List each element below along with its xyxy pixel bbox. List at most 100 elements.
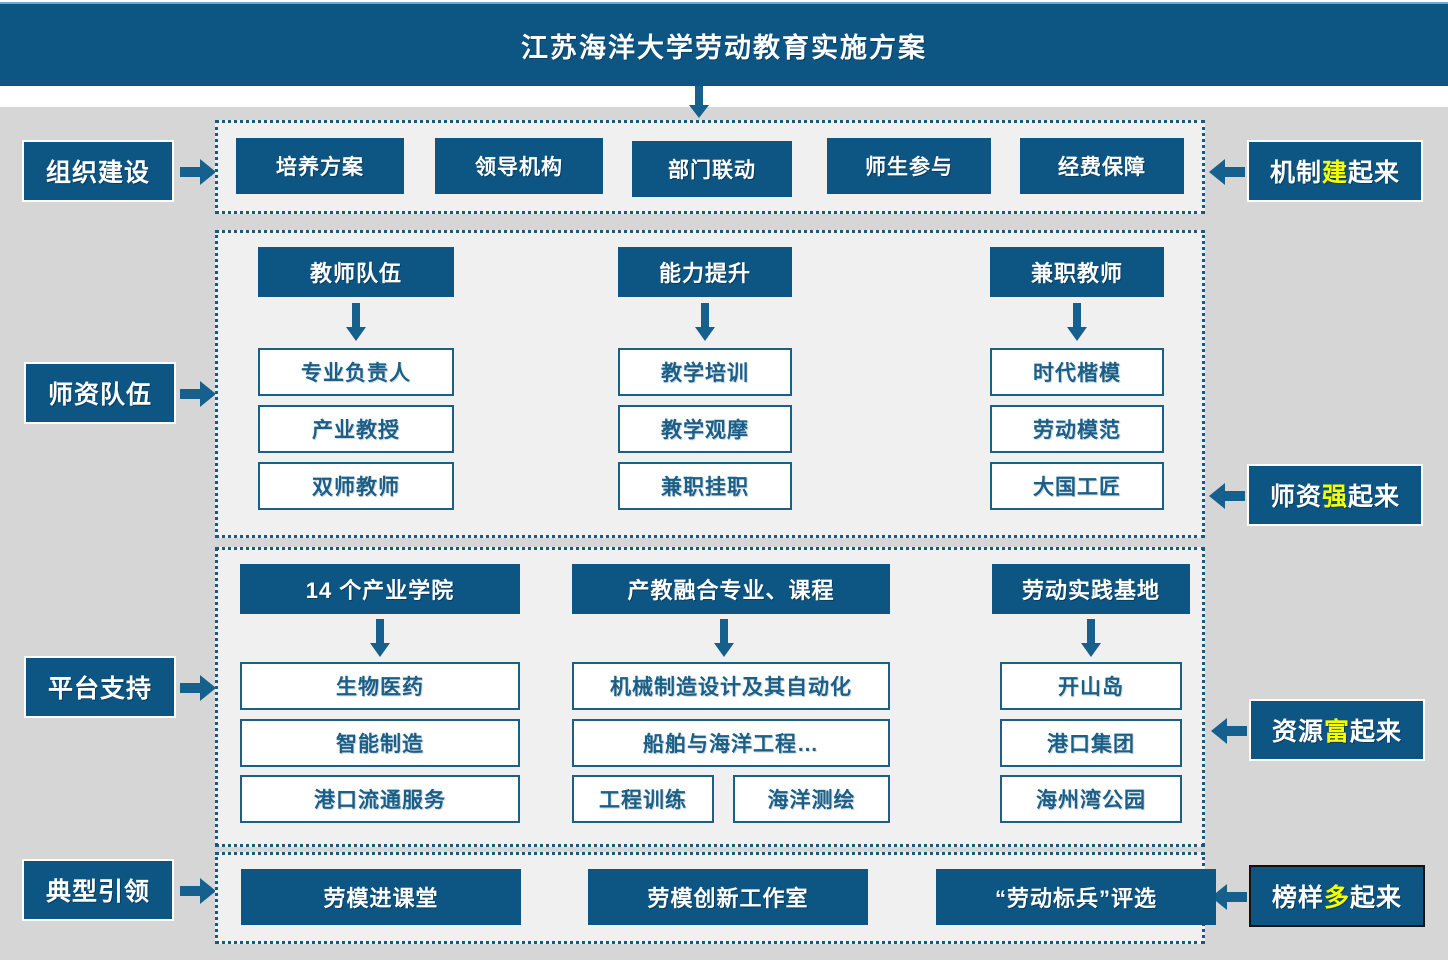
- sidebar-item-label: 平台支持: [47, 675, 152, 703]
- chip-row1-0[interactable]: 培养方案: [236, 138, 404, 194]
- chip-label: 产教融合专业、课程: [627, 578, 835, 603]
- outcome-label-post: 起来: [1350, 718, 1403, 746]
- chip-row3-col1-header[interactable]: 产教融合专业、课程: [572, 564, 890, 614]
- chip-label: 14 个产业学院: [305, 578, 455, 603]
- wbox-row3-col0-2[interactable]: 港口流通服务: [240, 775, 520, 823]
- wbox-label: 教学观摩: [661, 419, 749, 442]
- sidebar-item-organization[interactable]: 组织建设: [22, 140, 174, 202]
- outcome-label-pre: 资源: [1271, 718, 1324, 746]
- sidebar-item-platform[interactable]: 平台支持: [24, 656, 176, 718]
- chip-label: 经费保障: [1058, 156, 1146, 179]
- outcome-label-mechanism[interactable]: 机制建起来: [1247, 140, 1423, 202]
- outcome-label-examples[interactable]: 榜样多起来: [1249, 865, 1425, 927]
- down-arrow-icon-row3-col0: [370, 619, 390, 657]
- chip-label: 培养方案: [276, 156, 364, 179]
- wbox-row2-col2-1[interactable]: 劳动模范: [990, 405, 1164, 453]
- chip-label: 领导机构: [475, 156, 563, 179]
- down-arrow-icon-row3-col1: [714, 619, 734, 657]
- wbox-row3-col2-1[interactable]: 港口集团: [1000, 719, 1182, 767]
- wbox-label: 开山岛: [1058, 676, 1124, 699]
- wbox-row3-col1-split-1[interactable]: 海洋测绘: [733, 775, 890, 823]
- wbox-label: 双师教师: [312, 476, 400, 499]
- chip-label: 劳模进课堂: [323, 886, 439, 911]
- chip-label: “劳动标兵”评选: [994, 886, 1157, 911]
- diagram-board: 组织建设 师资队伍 平台支持 典型引领 机制建起来 师资强起来 资源富起来 榜样…: [0, 107, 1448, 960]
- outcome-label-pre: 师资: [1269, 483, 1322, 511]
- sidebar-item-model[interactable]: 典型引领: [22, 859, 174, 921]
- wbox-row2-col0-1[interactable]: 产业教授: [258, 405, 454, 453]
- wbox-label: 专业负责人: [301, 362, 411, 385]
- chip-row2-col1-header[interactable]: 能力提升: [618, 247, 792, 297]
- outcome-label-pre: 榜样: [1271, 884, 1324, 912]
- wbox-label: 机械制造设计及其自动化: [610, 676, 852, 699]
- wbox-row3-col1-1[interactable]: 船舶与海洋工程…: [572, 719, 890, 767]
- wbox-row3-col1-split-0[interactable]: 工程训练: [572, 775, 714, 823]
- chip-row2-col0-header[interactable]: 教师队伍: [258, 247, 454, 297]
- wbox-row3-col1-0[interactable]: 机械制造设计及其自动化: [572, 662, 890, 710]
- down-arrow-icon-title: [689, 86, 709, 118]
- wbox-row3-col2-2[interactable]: 海州湾公园: [1000, 775, 1182, 823]
- outcome-label-post: 起来: [1350, 884, 1403, 912]
- right-arrow-icon-faculty: [180, 381, 216, 407]
- chip-row4-0[interactable]: 劳模进课堂: [241, 869, 521, 925]
- chip-label: 劳动实践基地: [1021, 578, 1160, 603]
- down-arrow-icon-row3-col2: [1081, 619, 1101, 657]
- wbox-row3-col0-1[interactable]: 智能制造: [240, 719, 520, 767]
- down-arrow-icon-row2-col0: [346, 303, 366, 341]
- chip-row1-4[interactable]: 经费保障: [1020, 138, 1184, 194]
- outcome-label-post: 起来: [1348, 159, 1401, 187]
- sidebar-item-label: 组织建设: [45, 159, 150, 187]
- outcome-label-highlight: 多: [1323, 884, 1350, 912]
- wbox-row2-col1-0[interactable]: 教学培训: [618, 348, 792, 396]
- right-arrow-icon-platform: [180, 675, 216, 701]
- chip-row3-col2-header[interactable]: 劳动实践基地: [992, 564, 1190, 614]
- right-arrow-icon-model: [180, 878, 216, 904]
- wbox-row2-col1-1[interactable]: 教学观摩: [618, 405, 792, 453]
- right-arrow-icon-organization: [180, 159, 216, 185]
- wbox-row2-col2-0[interactable]: 时代楷模: [990, 348, 1164, 396]
- wbox-label: 海州湾公园: [1036, 789, 1146, 812]
- wbox-label: 生物医药: [336, 676, 424, 699]
- wbox-row2-col1-2[interactable]: 兼职挂职: [618, 462, 792, 510]
- left-arrow-icon-resources: [1211, 718, 1247, 744]
- wbox-row2-col2-2[interactable]: 大国工匠: [990, 462, 1164, 510]
- chip-row4-2[interactable]: “劳动标兵”评选: [936, 869, 1216, 925]
- chip-label: 劳模创新工作室: [647, 886, 809, 911]
- wbox-label: 大国工匠: [1033, 476, 1121, 499]
- chip-label: 师生参与: [865, 156, 953, 179]
- left-arrow-icon-mechanism: [1209, 159, 1245, 185]
- wbox-row2-col0-0[interactable]: 专业负责人: [258, 348, 454, 396]
- chip-row1-1[interactable]: 领导机构: [435, 138, 603, 194]
- wbox-label: 时代楷模: [1033, 362, 1121, 385]
- wbox-label: 智能制造: [336, 733, 424, 756]
- wbox-label: 兼职挂职: [661, 476, 749, 499]
- chip-row2-col2-header[interactable]: 兼职教师: [990, 247, 1164, 297]
- sidebar-item-label: 典型引领: [45, 878, 150, 906]
- wbox-row3-col0-0[interactable]: 生物医药: [240, 662, 520, 710]
- wbox-label: 教学培训: [661, 362, 749, 385]
- sidebar-item-faculty[interactable]: 师资队伍: [24, 362, 176, 424]
- chip-label: 能力提升: [658, 261, 751, 286]
- wbox-row2-col0-2[interactable]: 双师教师: [258, 462, 454, 510]
- chip-row4-1[interactable]: 劳模创新工作室: [588, 869, 868, 925]
- chip-row1-3[interactable]: 师生参与: [827, 138, 991, 194]
- sidebar-item-label: 师资队伍: [47, 381, 152, 409]
- outcome-label-teachers[interactable]: 师资强起来: [1247, 464, 1423, 526]
- wbox-label: 劳动模范: [1033, 419, 1121, 442]
- chip-row3-col0-header[interactable]: 14 个产业学院: [240, 564, 520, 614]
- wbox-label: 船舶与海洋工程…: [643, 733, 819, 756]
- chip-row1-2[interactable]: 部门联动: [632, 141, 792, 197]
- wbox-label: 海洋测绘: [767, 789, 856, 812]
- wbox-label: 工程训练: [599, 789, 687, 812]
- outcome-label-highlight: 建: [1321, 159, 1348, 187]
- left-arrow-icon-teachers: [1209, 483, 1245, 509]
- chip-label: 部门联动: [668, 159, 756, 182]
- outcome-label-post: 起来: [1348, 483, 1401, 511]
- wbox-label: 产业教授: [312, 419, 400, 442]
- outcome-label-pre: 机制: [1269, 159, 1322, 187]
- chip-label: 教师队伍: [309, 261, 402, 286]
- wbox-row3-col2-0[interactable]: 开山岛: [1000, 662, 1182, 710]
- outcome-label-highlight: 富: [1323, 718, 1350, 746]
- wbox-label: 港口流通服务: [314, 789, 446, 812]
- outcome-label-resources[interactable]: 资源富起来: [1249, 699, 1425, 761]
